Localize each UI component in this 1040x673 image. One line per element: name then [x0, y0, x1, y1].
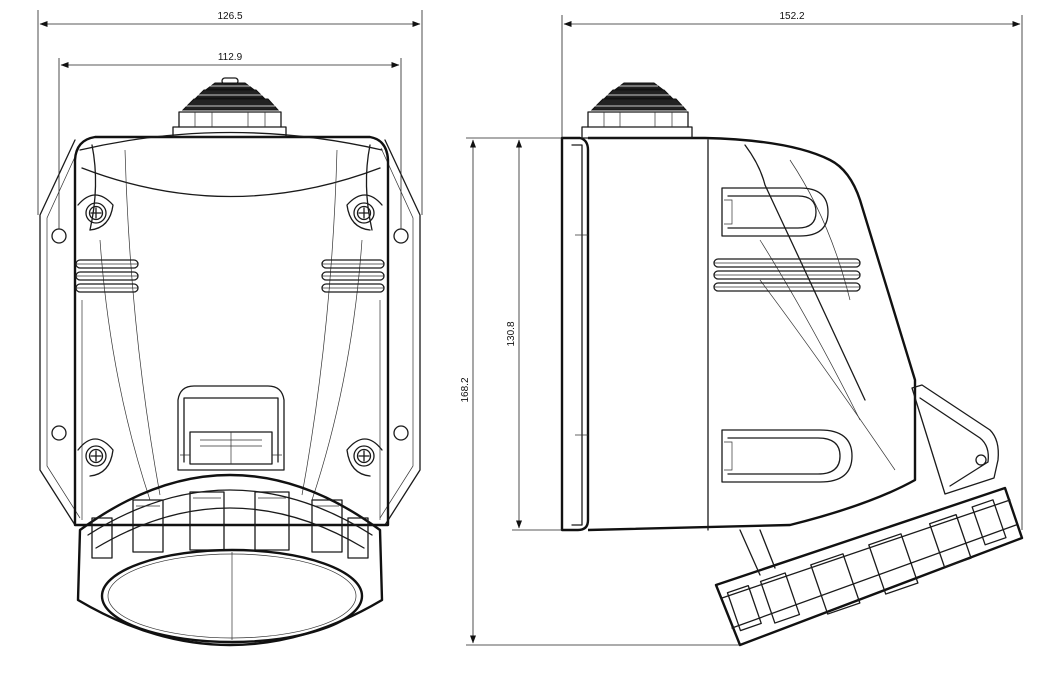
- side-housing-outline: [587, 136, 917, 532]
- screw-top-right-icon: [346, 194, 383, 231]
- dim-label-126-5: 126.5: [217, 11, 242, 22]
- front-cable-gland: [172, 77, 287, 138]
- side-socket-ring: [714, 486, 1024, 647]
- dim-side-overall-depth: 152.2: [561, 11, 1023, 530]
- grip-ribs-left: [75, 259, 139, 293]
- side-grip-ribs: [713, 258, 861, 292]
- grip-ribs-right: [321, 259, 385, 293]
- front-view: 126.5 112.9: [37, 10, 423, 647]
- mounting-hole-bottom-left: [51, 425, 67, 441]
- dim-side-overall-height: 168.2: [460, 137, 740, 646]
- front-mounting-flange: [39, 139, 421, 526]
- mounting-hole-top-right: [393, 228, 409, 244]
- front-housing-outline: [73, 135, 390, 527]
- screw-bottom-right-icon: [346, 438, 383, 477]
- side-hinge: [911, 384, 999, 495]
- dim-front-overall-width: 126.5: [37, 10, 423, 215]
- dim-label-130-8: 130.8: [506, 321, 517, 346]
- front-latch: [177, 385, 285, 471]
- dim-front-mount-width: 112.9: [58, 52, 402, 229]
- mounting-hole-bottom-right: [393, 425, 409, 441]
- side-wall-plate: [560, 136, 590, 532]
- mounting-hole-top-left: [51, 228, 67, 244]
- side-slot-lower: [721, 429, 853, 483]
- screw-top-left-icon: [77, 194, 114, 231]
- dim-side-mount-height: 130.8: [506, 137, 562, 531]
- dim-label-168-2: 168.2: [460, 377, 471, 402]
- dim-label-112-9: 112.9: [218, 52, 243, 63]
- side-cable-gland: [581, 82, 693, 139]
- dim-label-152-2: 152.2: [779, 11, 804, 22]
- screw-bottom-left-icon: [77, 438, 114, 477]
- side-view: 152.2 130.8 168.2: [460, 11, 1024, 647]
- socket-opening: [100, 548, 364, 644]
- front-socket-ring: [76, 473, 384, 647]
- side-slot-upper: [721, 187, 829, 237]
